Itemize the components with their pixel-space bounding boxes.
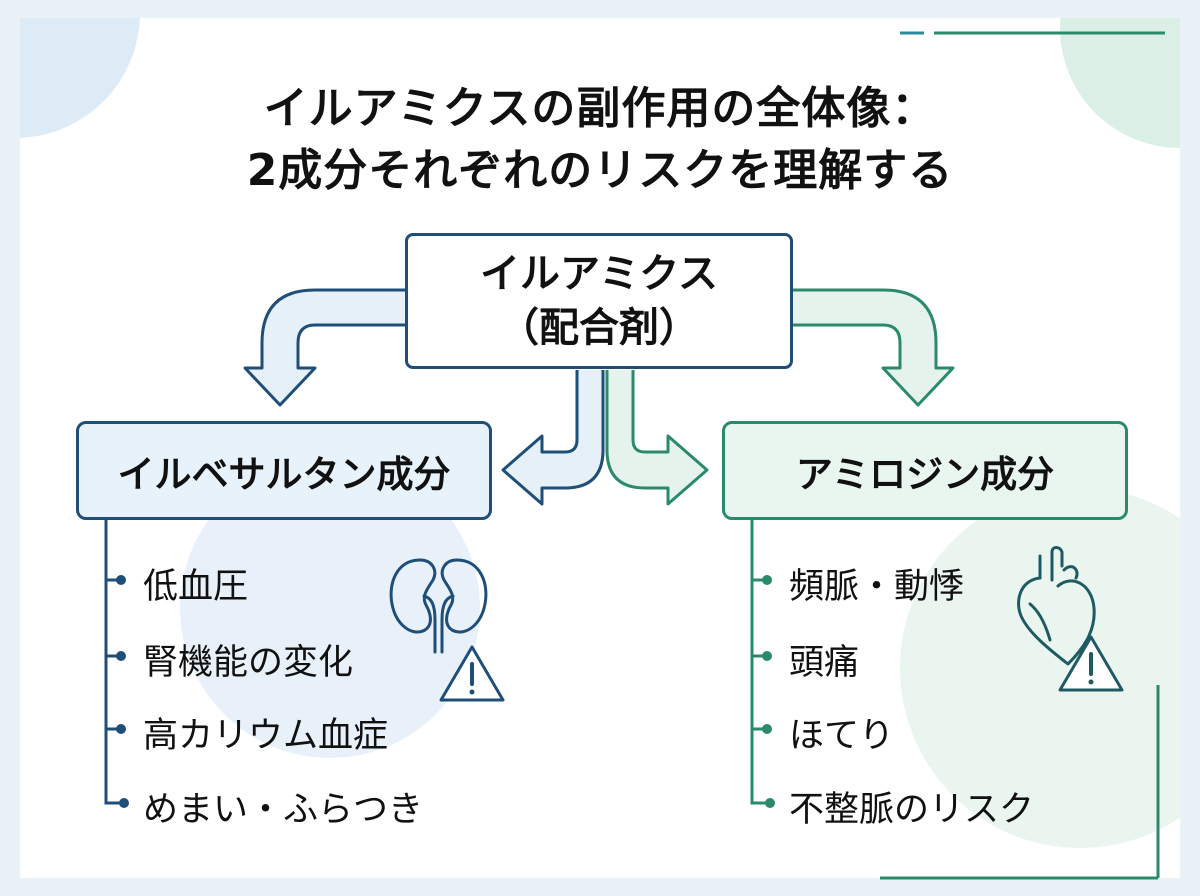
page-title-line-2: 2成分それぞれのリスクを理解する bbox=[246, 145, 954, 196]
left-bullet bbox=[116, 651, 126, 661]
root-node-subtitle: （配合剤） bbox=[499, 305, 699, 351]
warning-triangle-icon bbox=[1058, 635, 1124, 692]
kidney-icon bbox=[389, 558, 488, 654]
left-bullet bbox=[116, 575, 126, 585]
arrow-root-to-left-top bbox=[243, 288, 405, 407]
arrow-root-to-right-top bbox=[793, 288, 955, 407]
irbesartan-side-effect: 腎機能の変化 bbox=[143, 643, 354, 683]
irbesartan-node: イルベサルタン成分 bbox=[76, 421, 492, 520]
right-bullet bbox=[762, 724, 772, 734]
left-list-connector bbox=[104, 520, 124, 805]
left-bullet bbox=[119, 798, 129, 808]
right-bullet bbox=[762, 651, 772, 661]
amlodipine-side-effect: 不整脈のリスク bbox=[789, 790, 1035, 830]
amlodipine-side-effect: 頻脈・動悸 bbox=[789, 567, 965, 607]
irbesartan-side-effect: 高カリウム血症 bbox=[143, 716, 389, 756]
right-bullet bbox=[762, 575, 772, 585]
amlodipine-node-label: アミロジン成分 bbox=[795, 452, 1055, 496]
irbesartan-node-label: イルベサルタン成分 bbox=[117, 452, 451, 496]
arrow-center-to-right bbox=[605, 370, 709, 506]
irbesartan-side-effect: 低血圧 bbox=[143, 567, 249, 607]
amlodipine-side-effect: 頭痛 bbox=[789, 643, 860, 683]
right-list-connector bbox=[750, 520, 770, 805]
heart-icon bbox=[1017, 546, 1096, 666]
page-title-line-1: イルアミクスの副作用の全体像： bbox=[263, 83, 937, 134]
arrow-center-to-left bbox=[501, 370, 605, 506]
amlodipine-side-effect: ほてり bbox=[789, 716, 895, 756]
root-node: イルアミクス （配合剤） bbox=[405, 233, 793, 369]
right-bullet bbox=[765, 798, 775, 808]
amlodipine-node: アミロジン成分 bbox=[722, 421, 1128, 520]
warning-triangle-icon bbox=[439, 645, 505, 702]
irbesartan-side-effect: めまい・ふらつき bbox=[143, 790, 424, 830]
root-node-name: イルアミクス bbox=[480, 251, 718, 297]
left-bullet bbox=[116, 724, 126, 734]
decor-circle-right-list bbox=[900, 488, 1180, 848]
